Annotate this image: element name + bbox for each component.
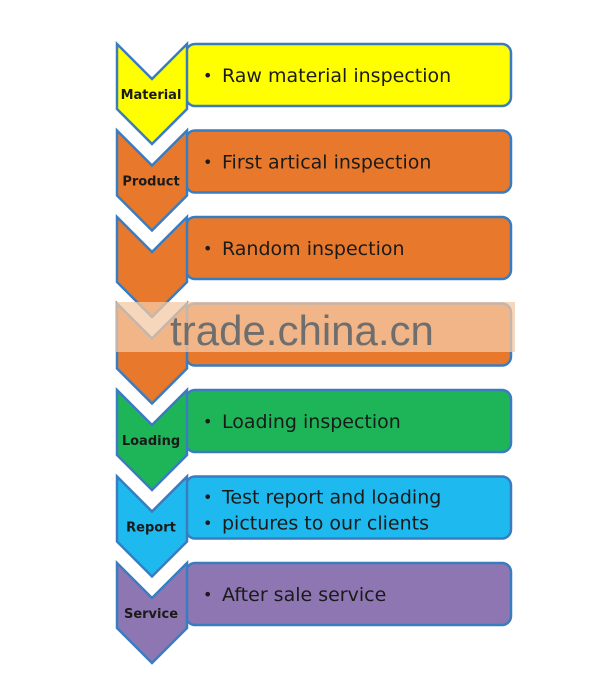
step-item-text: Loading inspection (222, 411, 401, 433)
step-label: Report (126, 521, 176, 536)
bullet-marker: • (203, 66, 212, 85)
bullet-marker: • (203, 514, 212, 533)
step-chevron (115, 559, 189, 665)
step-item-text: After sale service (222, 584, 386, 606)
watermark-text: trade.china.cn (170, 307, 434, 354)
step-item-text: Test report and loading (221, 487, 441, 509)
step-chevron (115, 40, 189, 146)
step-item-text: First artical inspection (222, 152, 431, 174)
step-chevron (115, 473, 189, 579)
step-label: Material (121, 88, 182, 103)
step-chevron (115, 213, 189, 319)
step-chevron (115, 386, 189, 492)
step-label: Service (124, 607, 178, 622)
bullet-marker: • (203, 239, 212, 258)
step-chevron (115, 127, 189, 233)
step-boxes: • Raw material inspection • First artical i… (184, 42, 513, 627)
step-item-text: Random inspection (222, 238, 405, 260)
step-item-text: pictures to our clients (222, 513, 429, 535)
step-item-text: Raw material inspection (222, 65, 451, 87)
bullet-marker: • (203, 412, 212, 431)
bullet-marker: • (203, 153, 212, 172)
bullet-marker: • (203, 488, 212, 507)
watermark-band (115, 302, 515, 352)
step-label: Loading (122, 434, 180, 449)
bullet-marker: • (203, 585, 212, 604)
step-label: Product (122, 175, 179, 190)
